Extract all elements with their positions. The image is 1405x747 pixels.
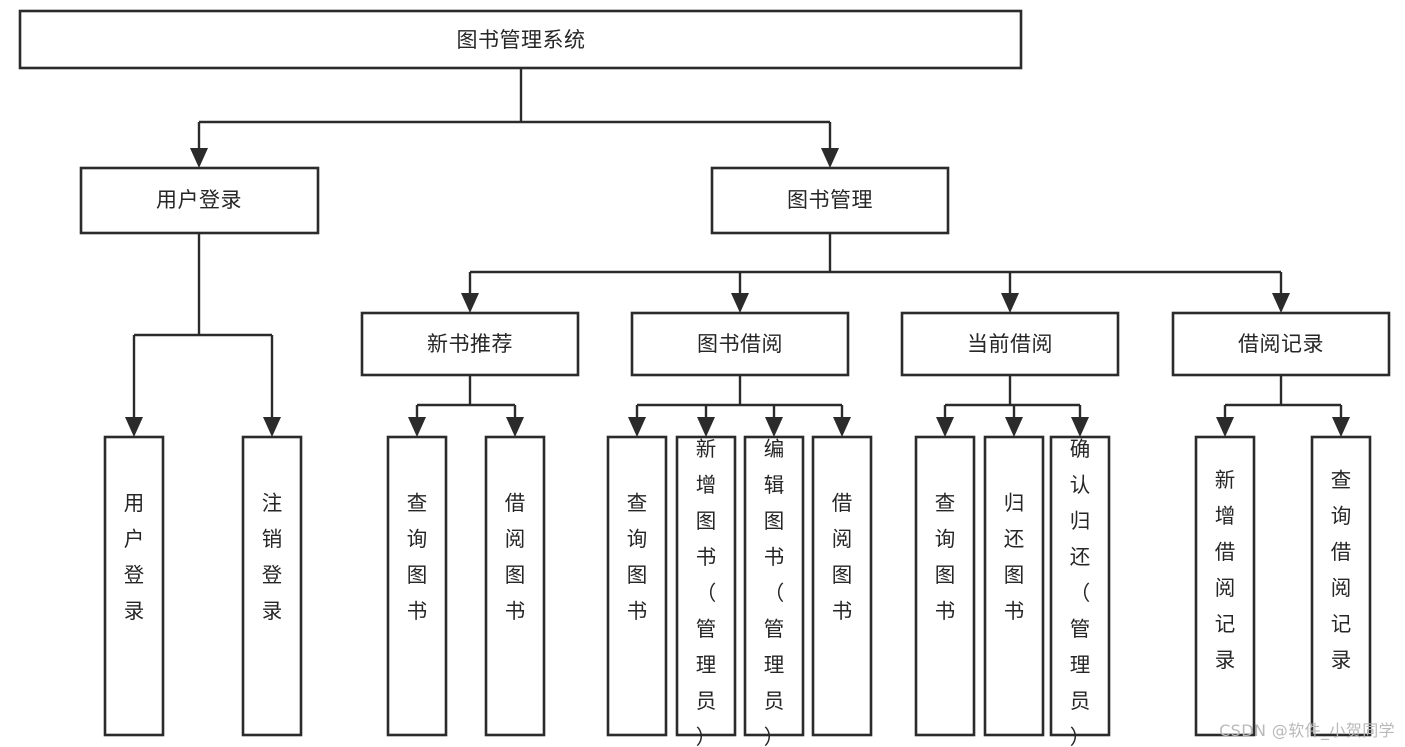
leaf-borrow-record-query-box[interactable] (1310, 435, 1372, 737)
arrow-head-leaf-user-login (125, 417, 143, 437)
node-book-management[interactable]: 图书管理 (710, 166, 950, 235)
arrow-head-bookborrow-leaf-1 (628, 417, 646, 437)
arrow-head-borrowrecord-leaf-1 (1216, 417, 1234, 437)
node-user-login-box[interactable] (79, 166, 320, 235)
arrow-head-newbook-leaf-2 (506, 417, 524, 437)
arrow-head-currentborrow-leaf-1 (936, 417, 954, 437)
arrow-head-currentborrow-leaf-2 (1005, 417, 1023, 437)
leaf-current-borrow-query[interactable]: 查询图书 (914, 435, 976, 737)
leaf-book-borrow-query-box[interactable] (606, 435, 668, 737)
arrow-head-bookborrow-leaf-4 (833, 417, 851, 437)
node-new-book-recommend[interactable]: 新书推荐 (360, 311, 580, 377)
leaf-current-borrow-query-box[interactable] (914, 435, 976, 737)
node-user-login-label: 用户登录 (156, 188, 242, 212)
leaf-current-borrow-confirm[interactable]: 确认归还（管理员） (1049, 435, 1111, 747)
leaf-book-borrow-add-label: 新增图书（管理员） (696, 437, 717, 747)
leaf-current-borrow-return[interactable]: 归还图书 (983, 435, 1045, 737)
leaf-current-borrow-query-label: 查询图书 (935, 491, 956, 623)
leaf-current-borrow-return-box[interactable] (983, 435, 1045, 737)
node-current-borrow-box[interactable] (900, 311, 1120, 377)
arrow-head-book-mgmt (821, 148, 839, 168)
leaf-borrow-record-add-label: 新增借阅记录 (1215, 468, 1236, 672)
arrow-head-borrow-record (1272, 293, 1290, 313)
node-book-management-label: 图书管理 (787, 188, 873, 212)
node-book-borrow[interactable]: 图书借阅 (630, 311, 850, 377)
leaf-current-borrow-return-label: 归还图书 (1004, 491, 1025, 623)
leaf-new-book-borrow-box[interactable] (484, 435, 546, 737)
node-current-borrow-label: 当前借阅 (967, 332, 1053, 356)
node-borrow-record[interactable]: 借阅记录 (1171, 311, 1391, 377)
node-borrow-record-box[interactable] (1171, 311, 1391, 377)
leaf-new-book-query-label: 查询图书 (407, 491, 428, 623)
leaf-book-borrow-edit[interactable]: 编辑图书（管理员） (743, 435, 805, 747)
leaf-user-login-logout[interactable]: 注销登录 (241, 435, 303, 737)
arrow-head-leaf-logout (263, 417, 281, 437)
leaf-borrow-record-add-box[interactable] (1194, 435, 1256, 737)
arrow-head-book-borrow (731, 293, 749, 313)
node-user-login[interactable]: 用户登录 (79, 166, 320, 235)
leaf-new-book-borrow[interactable]: 借阅图书 (484, 435, 546, 737)
leaf-book-borrow-borrow-box[interactable] (811, 435, 873, 737)
arrow-head-newbook-leaf-1 (408, 417, 426, 437)
node-root-box[interactable] (18, 9, 1023, 70)
node-current-borrow[interactable]: 当前借阅 (900, 311, 1120, 377)
leaf-book-borrow-borrow-label: 借阅图书 (832, 491, 853, 623)
leaf-new-book-borrow-label: 借阅图书 (505, 491, 526, 623)
leaf-book-borrow-edit-box[interactable] (743, 435, 805, 737)
arrow-head-current-borrow (1001, 293, 1019, 313)
node-root-label: 图书管理系统 (457, 28, 586, 52)
leaf-borrow-record-add[interactable]: 新增借阅记录 (1194, 435, 1256, 737)
leaf-user-login-login-box[interactable] (103, 435, 165, 737)
arrow-head-borrowrecord-leaf-2 (1332, 417, 1350, 437)
leaf-borrow-record-query-label: 查询借阅记录 (1331, 468, 1352, 672)
node-borrow-record-label: 借阅记录 (1238, 332, 1324, 356)
node-new-book-recommend-label: 新书推荐 (427, 332, 513, 356)
node-book-borrow-box[interactable] (630, 311, 850, 377)
leaf-book-borrow-add-box[interactable] (675, 435, 737, 737)
leaf-book-borrow-query[interactable]: 查询图书 (606, 435, 668, 737)
node-new-book-recommend-box[interactable] (360, 311, 580, 377)
leaf-book-borrow-edit-label: 编辑图书（管理员） (764, 437, 785, 747)
node-book-management-box[interactable] (710, 166, 950, 235)
leaf-book-borrow-query-label: 查询图书 (627, 491, 648, 623)
arrow-head-bookborrow-leaf-3 (765, 417, 783, 437)
node-root[interactable]: 图书管理系统 (18, 9, 1023, 70)
leaf-current-borrow-confirm-label: 确认归还（管理员） (1070, 437, 1091, 747)
leaf-user-login-logout-box[interactable] (241, 435, 303, 737)
leaf-user-login-logout-label: 注销登录 (262, 491, 283, 623)
node-book-borrow-label: 图书借阅 (697, 332, 783, 356)
leaf-book-borrow-add[interactable]: 新增图书（管理员） (675, 435, 737, 747)
leaf-current-borrow-confirm-box[interactable] (1049, 435, 1111, 737)
leaf-user-login-login-label: 用户登录 (124, 491, 145, 623)
leaf-book-borrow-borrow[interactable]: 借阅图书 (811, 435, 873, 737)
leaf-new-book-query-box[interactable] (386, 435, 448, 737)
arrow-head-bookborrow-leaf-2 (697, 417, 715, 437)
arrow-head-currentborrow-leaf-3 (1071, 417, 1089, 437)
connector-layer (125, 68, 1350, 437)
leaf-new-book-query[interactable]: 查询图书 (386, 435, 448, 737)
leaf-user-login-login[interactable]: 用户登录 (103, 435, 165, 737)
arrow-head-new-book (461, 293, 479, 313)
arrow-head-user-login (190, 148, 208, 168)
leaf-borrow-record-query[interactable]: 查询借阅记录 (1310, 435, 1372, 737)
